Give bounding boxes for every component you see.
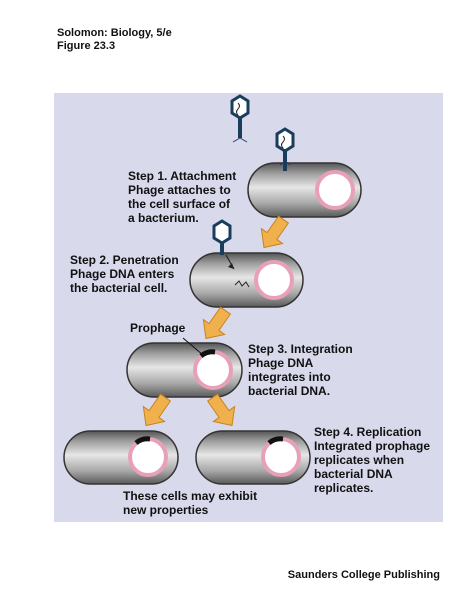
step4-title: Step 4. Replication <box>314 425 422 439</box>
step2-cell <box>189 252 304 308</box>
step3-line: bacterial DNA. <box>248 384 331 398</box>
attached-phage <box>275 127 295 173</box>
caption-line2: new properties <box>123 503 209 517</box>
step2-line: Phage DNA enters <box>70 267 175 281</box>
header-title: Solomon: Biology, 5/e <box>57 27 172 39</box>
step3-line: Phage DNA <box>248 356 314 370</box>
step4-line: replicates. <box>314 481 374 495</box>
prophage-label: Prophage <box>130 321 186 335</box>
arrow-step2-to-step3 <box>194 302 237 347</box>
publisher-credit: Saunders College Publishing <box>287 569 440 581</box>
step1-title: Step 1. Attachment <box>128 169 237 183</box>
step2-title: Step 2. Penetration <box>70 253 179 267</box>
step3-line: integrates into <box>248 370 331 384</box>
step1-line: a bacterium. <box>128 211 199 225</box>
injecting-phage <box>212 219 235 270</box>
step1-line: Phage attaches to <box>128 183 231 197</box>
daughter-cell-right <box>195 430 311 485</box>
step4-line: replicates when <box>314 453 405 467</box>
step1-line: the cell surface of <box>128 197 231 211</box>
step4-line: bacterial DNA <box>314 467 393 481</box>
step2-line: the bacterial cell. <box>70 281 168 295</box>
figure-number: Figure 23.3 <box>57 40 116 52</box>
prophage-pointer <box>182 337 204 356</box>
daughter-cell-left <box>63 430 179 485</box>
arrow-step1-to-step2 <box>252 211 295 256</box>
free-phage <box>230 94 250 143</box>
step3-cell <box>126 342 243 398</box>
caption-line1: These cells may exhibit <box>123 489 258 503</box>
step4-line: Integrated prophage <box>314 439 431 453</box>
step1-cell <box>247 162 362 218</box>
step3-title: Step 3. Integration <box>248 342 353 356</box>
